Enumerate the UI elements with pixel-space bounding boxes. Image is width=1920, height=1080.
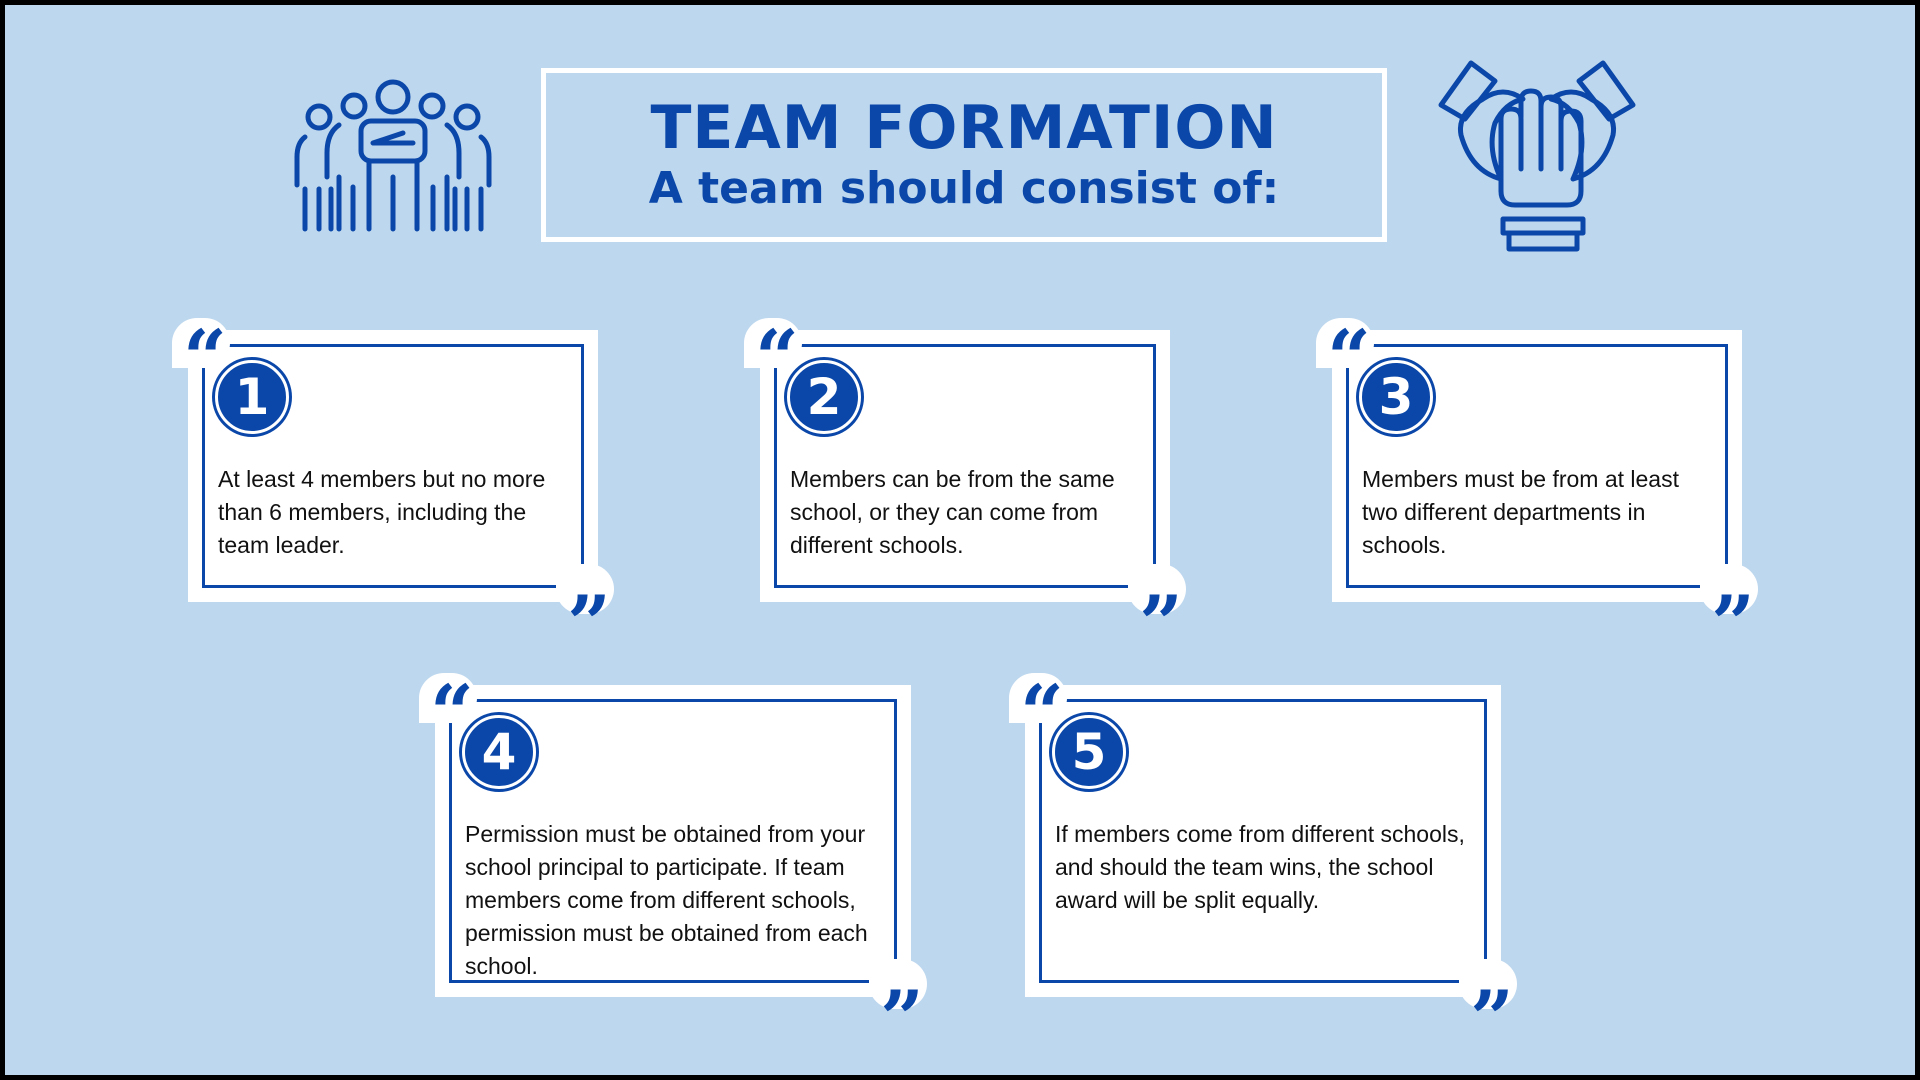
title-box: TEAM FORMATION A team should consist of:: [541, 68, 1387, 242]
open-quote-icon: “: [1316, 318, 1374, 396]
team-group-icon: [294, 79, 492, 232]
card-text: If members come from different schools, …: [1055, 821, 1465, 913]
number-badge: 3: [1359, 360, 1433, 434]
open-quote-icon: “: [419, 673, 477, 751]
card-text: Permission must be obtained from your sc…: [465, 821, 868, 979]
criteria-card-2: “ ” 2 Members can be from the same schoo…: [744, 318, 1186, 662]
close-quote-icon: ”: [1700, 564, 1758, 662]
close-quote-icon: ”: [869, 959, 927, 1057]
page-subtitle: A team should consist of:: [648, 163, 1280, 214]
number-badge: 1: [215, 360, 289, 434]
close-quote-icon: ”: [556, 564, 614, 662]
number-badge: 5: [1052, 715, 1126, 789]
number-badge: 4: [462, 715, 536, 789]
number-badge: 2: [787, 360, 861, 434]
open-quote-icon: “: [744, 318, 802, 396]
open-quote-icon: “: [1009, 673, 1067, 751]
open-quote-icon: “: [172, 318, 230, 396]
hands-together-icon: [1438, 60, 1636, 252]
close-quote-icon: ”: [1459, 959, 1517, 1057]
card-text: Members can be from the same school, or …: [790, 466, 1115, 558]
card-text: Members must be from at least two differ…: [1362, 466, 1679, 558]
criteria-card-3: “ ” 3 Members must be from at least two …: [1316, 318, 1758, 662]
card-text: At least 4 members but no more than 6 me…: [218, 466, 546, 558]
criteria-card-4: “ ” 4 Permission must be obtained from y…: [419, 673, 927, 1057]
page-title: TEAM FORMATION: [650, 93, 1278, 163]
criteria-card-5: “ ” 5 If members come from different sch…: [1009, 673, 1517, 1057]
criteria-card-1: “ ” 1 At least 4 members but no more tha…: [172, 318, 614, 662]
close-quote-icon: ”: [1128, 564, 1186, 662]
card-border: [774, 344, 1156, 588]
